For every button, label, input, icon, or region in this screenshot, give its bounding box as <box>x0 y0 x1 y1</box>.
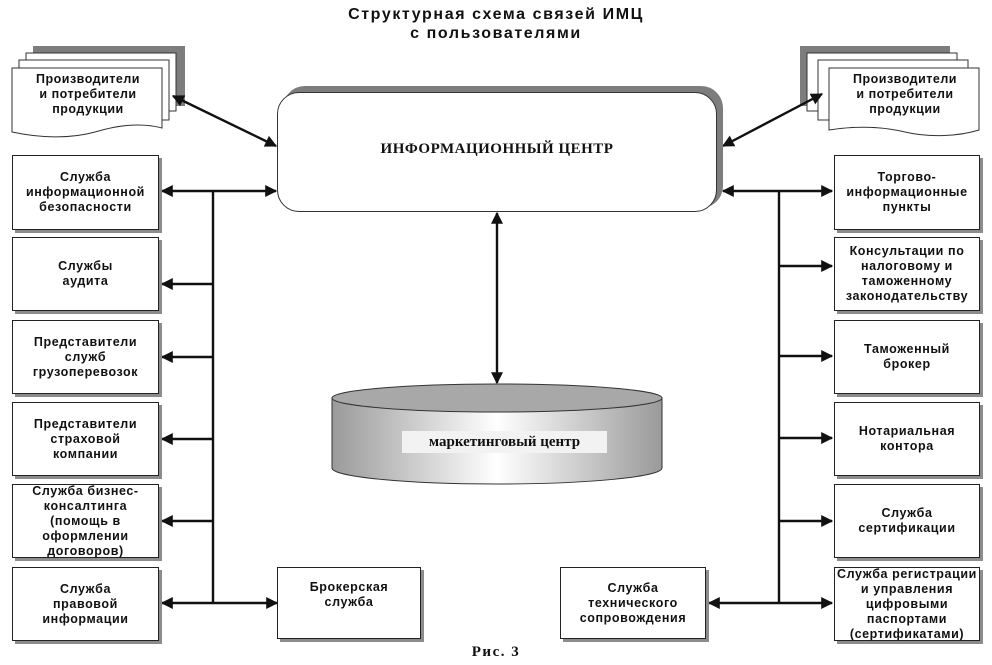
box-audit-label: Службы аудита <box>58 259 113 288</box>
document-stack-left <box>11 46 185 138</box>
box-digital-passport-registration-label: Служба регистрации и управления цифровым… <box>837 566 977 641</box>
diagram-title-line-2: с пользователями <box>410 25 582 42</box>
box-insurance-representatives-label: Представители страховой компании <box>33 416 138 461</box>
figure-caption: Рис. 3 <box>471 644 521 660</box>
document-stack-right <box>800 46 980 137</box>
box-business-consulting-label: Служба бизнес- консалтинга (помощь в офо… <box>32 483 139 558</box>
box-tax-customs-consulting-label: Консультации по налоговому и таможенному… <box>845 244 969 303</box>
box-brokerage-service-label: Брокерская служба <box>309 580 389 609</box>
diagram-title-line-1: Структурная схема связей ИМЦ <box>348 6 644 23</box>
box-business-consulting: Служба бизнес- консалтинга (помощь в офо… <box>12 484 159 558</box>
box-cargo-representatives-label: Представители служб грузоперевозок <box>32 334 139 379</box>
box-info-security: Служба информационной безопасности <box>12 155 159 230</box>
arrow-right-doc-to-center <box>721 92 824 148</box>
box-trade-info-points-label: Торгово- информационные пункты <box>846 170 968 214</box>
information-center: ИНФОРМАЦИОННЫЙ ЦЕНТР <box>277 86 723 214</box>
box-tax-customs-consulting: Консультации по налоговому и таможенному… <box>834 237 980 311</box>
producers-consumers-right: Производители и потребители продукции <box>853 72 957 116</box>
box-certification: Служба сертификации <box>834 484 980 558</box>
box-insurance-representatives: Представители страховой компании <box>12 402 159 476</box>
box-brokerage-service: Брокерская служба <box>277 567 421 639</box>
box-notary-label: Нотариальная контора <box>858 424 956 453</box>
box-legal-information-label: Служба правовой информации <box>42 581 129 626</box>
arrow-left-doc-to-center <box>171 94 278 148</box>
box-notary: Нотариальная контора <box>834 402 980 476</box>
box-certification-label: Служба сертификации <box>858 506 956 535</box>
box-technical-support-label: Служба технического сопровождения <box>579 580 687 625</box>
producers-consumers-left: Производители и потребители продукции <box>36 72 140 116</box>
marketing-center-label: маркетинговый центр <box>402 431 607 453</box>
box-technical-support: Служба технического сопровождения <box>560 567 706 639</box>
information-center-label: ИНФОРМАЦИОННЫЙ ЦЕНТР <box>380 140 614 157</box>
box-cargo-representatives: Представители служб грузоперевозок <box>12 320 159 394</box>
information-center-box: ИНФОРМАЦИОННЫЙ ЦЕНТР <box>277 92 717 212</box>
box-legal-information: Служба правовой информации <box>12 567 159 641</box>
box-customs-broker: Таможенный брокер <box>834 320 980 394</box>
box-trade-info-points: Торгово- информационные пункты <box>834 155 980 230</box>
box-info-security-label: Служба информационной безопасности <box>26 170 145 214</box>
box-audit: Службы аудита <box>12 237 159 311</box>
box-customs-broker-label: Таможенный брокер <box>864 342 950 371</box>
box-digital-passport-registration: Служба регистрации и управления цифровым… <box>834 567 980 641</box>
